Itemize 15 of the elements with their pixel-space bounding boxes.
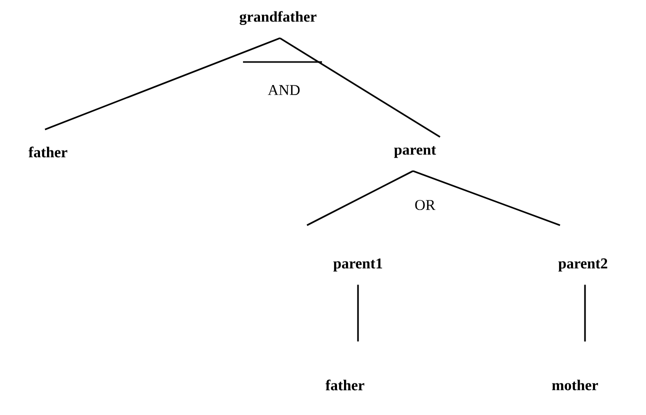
node-label: parent2	[558, 258, 608, 272]
node-label: grandfather	[240, 11, 316, 25]
tree-branch	[44, 37, 280, 130]
tree-branch	[412, 170, 560, 226]
node-label: father	[326, 380, 364, 390]
operator-label: OR	[415, 200, 436, 210]
tree-branch	[306, 170, 414, 226]
tree-branch	[584, 284, 586, 342]
node-label: father	[28, 146, 68, 158]
node-label: mother	[552, 380, 598, 390]
operator-label: AND	[268, 85, 300, 95]
tree-branch	[280, 37, 440, 138]
node-label: parent	[394, 146, 436, 158]
tree-branch	[357, 284, 359, 342]
node-label: parent1	[333, 258, 382, 272]
